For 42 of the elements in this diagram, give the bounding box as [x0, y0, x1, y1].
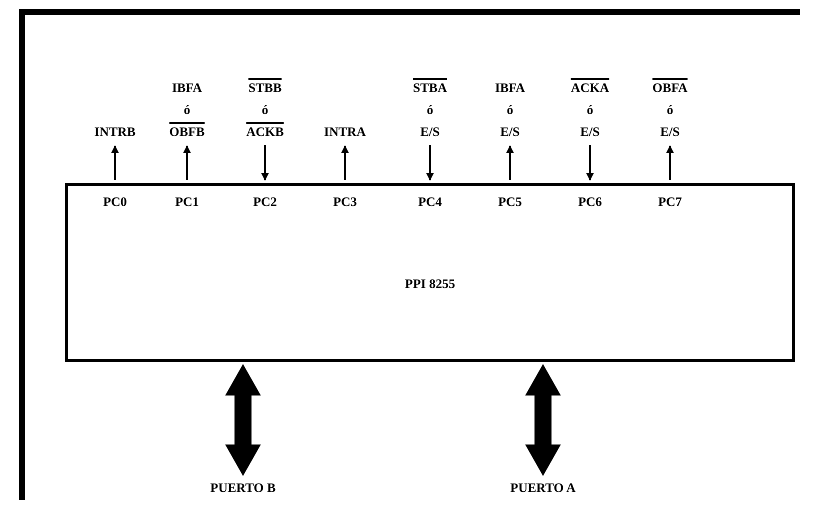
signal-name: INTRB [94, 123, 136, 141]
pin-label: PC2 [253, 193, 277, 211]
signal-name: INTRA [324, 123, 366, 141]
signal-name: IBFA [172, 79, 202, 97]
bus-arrow [225, 364, 261, 476]
signal-arrow [111, 145, 119, 180]
pin-label: PC4 [418, 193, 442, 211]
pin-label: PC1 [175, 193, 199, 211]
signal-name: E/S [580, 123, 600, 141]
bus-arrow [525, 364, 561, 476]
port-label: PUERTO A [510, 479, 576, 497]
signal-name: ó [262, 101, 268, 119]
signal-arrow [426, 145, 434, 181]
signal-name: E/S [500, 123, 520, 141]
signal-arrow [261, 145, 269, 181]
signal-name: ACKB [246, 123, 284, 141]
signal-name: OBFB [169, 123, 205, 141]
pin-label: PC3 [333, 193, 357, 211]
port-label: PUERTO B [210, 479, 276, 497]
signal-name: ó [426, 101, 434, 119]
signal-name: ó [666, 101, 674, 119]
signal-name: STBB [248, 79, 282, 97]
signal-name: ó [184, 101, 190, 119]
signal-name: E/S [420, 123, 440, 141]
signal-name: OBFA [652, 79, 688, 97]
signal-name: E/S [660, 123, 680, 141]
pin-label: PC7 [658, 193, 682, 211]
signal-name: ó [586, 101, 594, 119]
signal-arrow [666, 145, 674, 180]
signal-arrow [183, 145, 191, 180]
signal-name: STBA [413, 79, 447, 97]
signal-name: ACKA [570, 79, 610, 97]
signal-arrow [341, 145, 349, 180]
chip-label: PPI 8255 [404, 275, 456, 293]
signal-name: IBFA [494, 79, 526, 97]
pin-label: PC0 [103, 193, 127, 211]
signal-name: ó [506, 101, 514, 119]
chip-box [65, 183, 795, 362]
signal-arrow [586, 145, 594, 181]
pin-label: PC5 [498, 193, 522, 211]
pin-label: PC6 [578, 193, 602, 211]
signal-arrow [506, 145, 514, 180]
